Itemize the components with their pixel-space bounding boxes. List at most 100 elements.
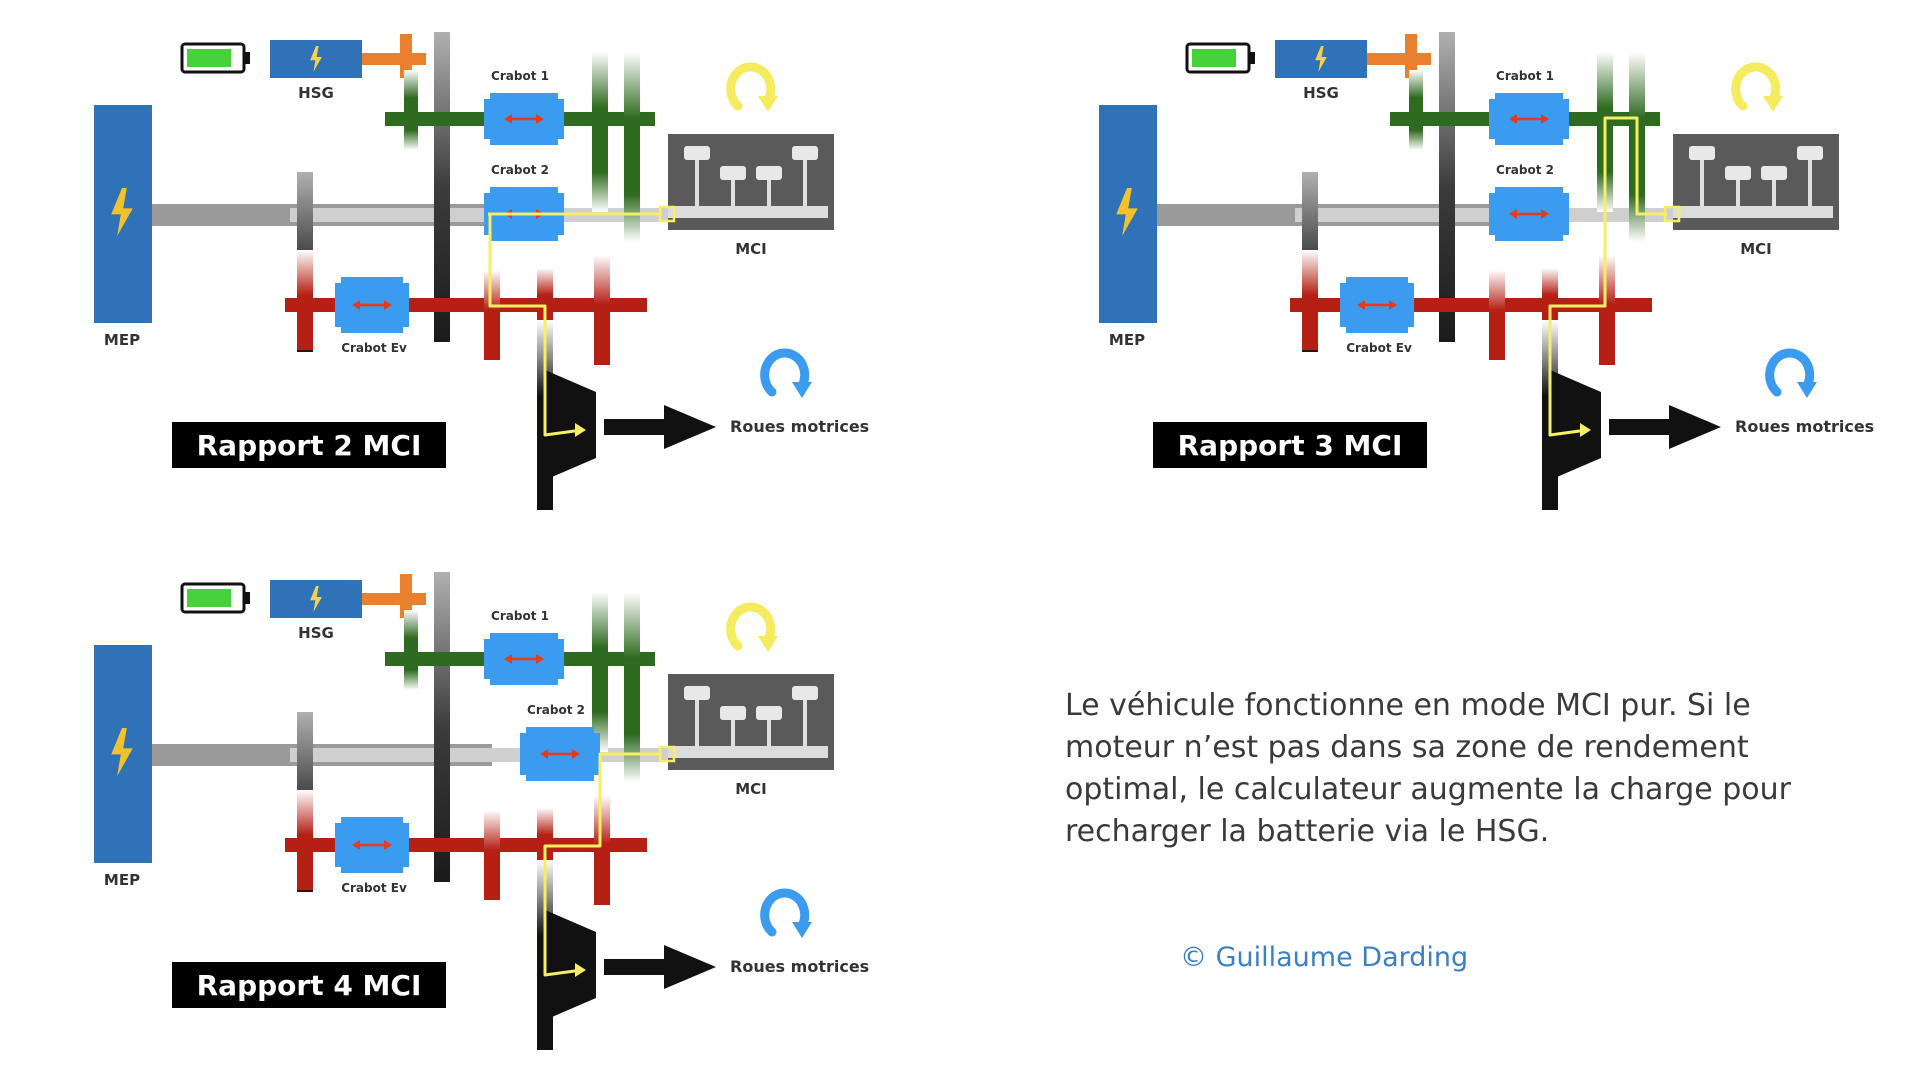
differential [545, 370, 596, 480]
piston-icon [756, 706, 782, 720]
crabot-ev-label: Crabot Ev [1346, 341, 1412, 355]
mep-label: MEP [104, 331, 140, 349]
connecting-rod [731, 718, 735, 746]
connecting-rod [767, 178, 771, 206]
gear [434, 32, 450, 342]
connecting-rod [1772, 178, 1776, 206]
mci-label: MCI [735, 780, 767, 798]
crabot-2-label: Crabot 2 [527, 703, 585, 717]
connecting-rod [695, 158, 699, 206]
gear [1599, 255, 1615, 365]
arrow-head [758, 636, 778, 652]
arrow-head [540, 749, 548, 759]
gear [404, 70, 418, 150]
gear [404, 610, 418, 690]
lightning-icon [111, 188, 133, 236]
mci-label: MCI [735, 240, 767, 258]
gear [1439, 32, 1455, 342]
panel-rapport-3: HSG MEP Crabot 1 Crabot Ev Crabot 2 MCI Roues … [1005, 0, 1905, 520]
differential [1550, 370, 1601, 480]
arrow-head [1389, 300, 1397, 310]
battery-level [1192, 49, 1236, 67]
arrow-head [504, 114, 512, 124]
gear [1302, 250, 1318, 350]
arrow-head [758, 96, 778, 112]
arrow-head [575, 963, 586, 977]
arrow-head [536, 654, 544, 664]
arrow-head [1541, 114, 1549, 124]
wheels-label: Roues motrices [1735, 417, 1874, 436]
drivetrain-diagram: HSG MEP Crabot 1 Crabot Ev Crabot 2 MCI Roues … [1099, 32, 1874, 510]
arrow-head [384, 840, 392, 850]
arrow-head [1541, 209, 1549, 219]
piston-icon [756, 166, 782, 180]
lightning-icon [1116, 188, 1138, 236]
arrow-head [792, 382, 812, 398]
lightning-icon [310, 586, 322, 612]
power-flow-start [658, 745, 676, 763]
piston-icon [720, 706, 746, 720]
rotation-arrow-icon [726, 602, 776, 651]
mep-label: MEP [1109, 331, 1145, 349]
wheels-label: Roues motrices [730, 417, 869, 436]
copyright-notice: © Guillaume Darding [1180, 942, 1469, 973]
arrow-head [572, 749, 580, 759]
gear [624, 592, 640, 782]
gear [624, 52, 640, 242]
mep-label: MEP [104, 871, 140, 889]
connecting-rod [803, 158, 807, 206]
power-flow-start [1663, 205, 1681, 223]
power-flow-path [1548, 116, 1667, 437]
panel-caption: Rapport 4 MCI [172, 962, 446, 1008]
crabot-ev-label: Crabot Ev [341, 881, 407, 895]
battery-terminal [1249, 52, 1255, 64]
wheels-label: Roues motrices [730, 957, 869, 976]
hsg-link [1367, 53, 1431, 65]
connecting-rod [803, 698, 807, 746]
crabot-2-label: Crabot 2 [1496, 163, 1554, 177]
crankshaft [1673, 206, 1833, 218]
description-text: Le véhicule fonctionne en mode MCI pur. … [1065, 688, 1792, 849]
arrow-head [352, 840, 360, 850]
gear [484, 810, 500, 900]
lightning-icon [111, 728, 133, 776]
arrow-head [1669, 405, 1721, 449]
diagram-group: HSG MEP Crabot 1 Crabot Ev Crabot 2 MCI Roues … [1099, 32, 1874, 510]
gear [537, 268, 553, 328]
gear [592, 592, 608, 752]
crabot-1-label: Crabot 1 [1496, 69, 1554, 83]
rotation-arrow-icon [1731, 62, 1781, 111]
right-arrow-icon [1609, 419, 1671, 435]
panel-caption: Rapport 2 MCI [172, 422, 446, 468]
gear [434, 572, 450, 882]
right-arrow-icon [604, 419, 666, 435]
power-flow-path [543, 752, 662, 977]
crabot-1-label: Crabot 1 [491, 69, 549, 83]
arrow-head [575, 423, 586, 437]
power-flow-start [658, 205, 676, 223]
piston-icon [792, 146, 818, 160]
hsg-link [362, 53, 426, 65]
piston-icon [684, 686, 710, 700]
battery-level [187, 49, 231, 67]
battery-terminal [244, 52, 250, 64]
gear [1409, 70, 1423, 150]
connecting-rod [767, 718, 771, 746]
piston-icon [720, 166, 746, 180]
arrow-head [664, 945, 716, 989]
connecting-rod [731, 178, 735, 206]
arrow-head [664, 405, 716, 449]
arrow-head [792, 922, 812, 938]
piston-icon [1761, 166, 1787, 180]
hsg-label: HSG [1303, 84, 1339, 102]
battery-level [187, 589, 231, 607]
hsg-link-gear [400, 574, 412, 618]
mci-label: MCI [1740, 240, 1772, 258]
power-flow-path [488, 212, 662, 437]
panel-caption: Rapport 3 MCI [1153, 422, 1427, 468]
